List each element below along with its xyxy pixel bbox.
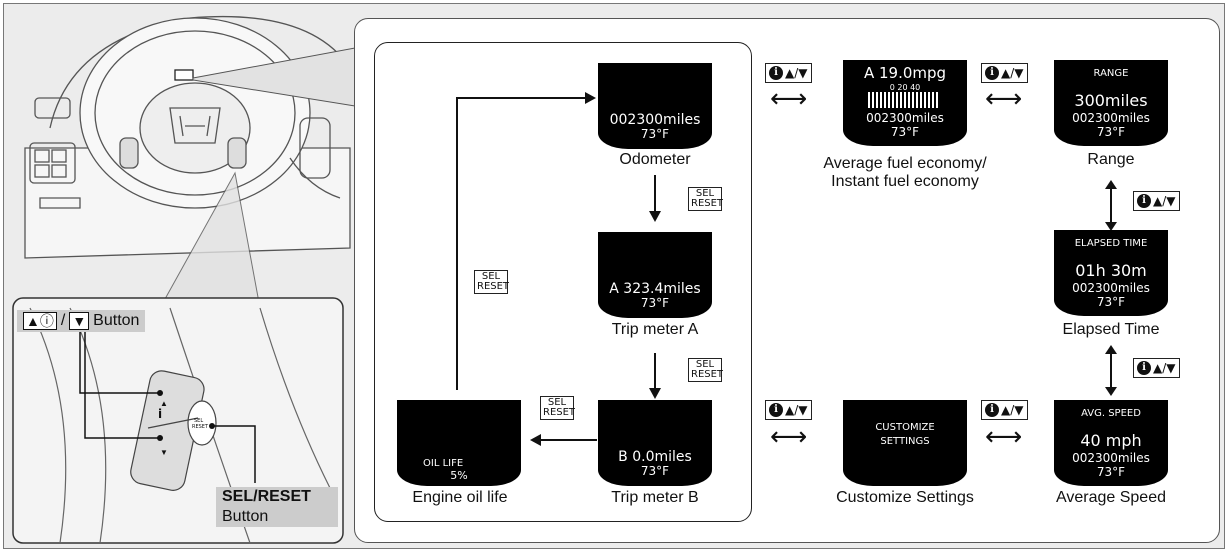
info-button-label: ▲/▼	[1153, 193, 1176, 208]
info-button-2: i▲/▼	[981, 63, 1028, 83]
up-down-button-callout: ▲ⓘ / ▼ Button	[17, 310, 146, 332]
up-info-icon: ▲ⓘ	[23, 312, 57, 330]
range-odometer: 002300miles	[1072, 111, 1150, 125]
trip-a-temp: 73°F	[640, 296, 670, 310]
elapsed-value: 01h 30m	[1075, 261, 1147, 280]
range-temp: 73°F	[1096, 125, 1126, 139]
trip-b-temp: 73°F	[640, 464, 670, 478]
trip-a-display: A 323.4miles 73°F	[598, 232, 712, 318]
info-button-1: i▲/▼	[765, 63, 812, 83]
double-arrow-icon: ⟷	[770, 84, 808, 114]
customize-caption: Customize Settings	[836, 489, 974, 506]
info-icon: i	[769, 403, 783, 417]
odometer-temp: 73°F	[640, 127, 670, 141]
double-arrow-icon: ⟷	[770, 422, 808, 452]
odometer-reading: 002300miles	[609, 112, 701, 128]
avg-fuel-odometer: 002300miles	[866, 111, 944, 125]
info-button-5: i▲/▼	[765, 400, 812, 420]
info-icon: i	[985, 66, 999, 80]
sel-reset-bold-label: SEL/RESET	[222, 488, 311, 505]
trip-b-caption: Trip meter B	[611, 489, 699, 506]
svg-text:▲: ▲	[160, 399, 168, 408]
elapsed-display: ELAPSED TIME 01h 30m 002300miles 73°F	[1054, 230, 1168, 316]
oil-life-display: OIL LIFE 5%	[397, 400, 521, 486]
info-icon: i	[985, 403, 999, 417]
elapsed-temp: 73°F	[1096, 295, 1126, 309]
info-button-label: ▲/▼	[785, 65, 808, 80]
odometer-caption: Odometer	[619, 151, 691, 168]
elapsed-caption: Elapsed Time	[1062, 321, 1160, 338]
info-icon: i	[1137, 361, 1151, 375]
up-down-button-label: Button	[93, 312, 140, 329]
avg-speed-temp: 73°F	[1096, 465, 1126, 479]
range-title: RANGE	[1093, 68, 1129, 79]
elapsed-title: ELAPSED TIME	[1074, 238, 1148, 249]
avg-fuel-scale: 0 20 40	[889, 83, 921, 92]
sel-reset-box-3: SEL RESET	[688, 358, 723, 382]
info-button-label: ▲/▼	[785, 402, 808, 417]
oil-life-value: 5%	[450, 469, 468, 482]
trip-a-caption: Trip meter A	[611, 321, 699, 338]
odometer-display: 002300miles 73°F	[598, 63, 712, 149]
sel-reset-box-1: SEL RESET	[474, 270, 509, 294]
sel-reset-button-label: Button	[222, 508, 269, 525]
trip-b-display: B 0.0miles 73°F	[598, 400, 712, 486]
avg-speed-display: AVG. SPEED 40 mph 002300miles 73°F	[1054, 400, 1168, 486]
sel-reset-box-4: SEL RESET	[540, 396, 575, 420]
trip-b-reading: B 0.0miles	[618, 449, 692, 465]
info-button-4: i▲/▼	[1133, 358, 1180, 378]
avg-fuel-reading: A 19.0mpg	[863, 64, 947, 82]
info-button-6: i▲/▼	[981, 400, 1028, 420]
trip-a-reading: A 323.4miles	[609, 281, 701, 297]
slash-separator: /	[60, 312, 66, 329]
customize-display: CUSTOMIZE SETTINGS	[843, 400, 967, 486]
avg-fuel-temp: 73°F	[890, 125, 920, 139]
range-value: 300miles	[1074, 91, 1148, 110]
info-button-label: ▲/▼	[1153, 360, 1176, 375]
svg-text:▼: ▼	[160, 448, 168, 457]
avg-speed-title: AVG. SPEED	[1081, 408, 1141, 419]
info-icon: i	[769, 66, 783, 80]
range-caption: Range	[1087, 151, 1135, 168]
avg-speed-value: 40 mph	[1080, 431, 1142, 450]
steering-wheel-illustration: i ▲ ▼ SEL RESET	[12, 15, 355, 544]
avg-speed-odometer: 002300miles	[1072, 451, 1150, 465]
oil-life-caption: Engine oil life	[412, 489, 508, 506]
instant-fuel-bar	[868, 92, 938, 108]
avg-speed-caption: Average Speed	[1055, 489, 1166, 506]
sel-reset-box-2: SEL RESET	[688, 187, 723, 211]
customize-line-1: CUSTOMIZE	[875, 422, 935, 433]
double-arrow-icon: ⟷	[985, 422, 1023, 452]
sel-reset-callout: SEL/RESET Button	[216, 487, 338, 527]
avg-fuel-display: A 19.0mpg 0 20 40 002300miles 73°F	[843, 60, 967, 146]
range-display: RANGE 300miles 002300miles 73°F	[1054, 60, 1168, 146]
down-icon: ▼	[69, 312, 90, 330]
info-button-label: ▲/▼	[1001, 402, 1024, 417]
elapsed-odometer: 002300miles	[1072, 281, 1150, 295]
info-button-label: ▲/▼	[1001, 65, 1024, 80]
oil-life-label: OIL LIFE	[423, 458, 464, 469]
customize-line-2: SETTINGS	[880, 436, 930, 447]
avg-fuel-caption-2: Instant fuel economy	[831, 173, 979, 190]
svg-text:RESET: RESET	[192, 424, 209, 430]
svg-text:SEL: SEL	[194, 418, 203, 424]
double-arrow-icon: ⟷	[985, 84, 1023, 114]
svg-text:i: i	[158, 407, 162, 421]
avg-fuel-caption-1: Average fuel economy/	[823, 155, 987, 172]
info-icon: i	[1137, 194, 1151, 208]
info-button-3: i▲/▼	[1133, 191, 1180, 211]
